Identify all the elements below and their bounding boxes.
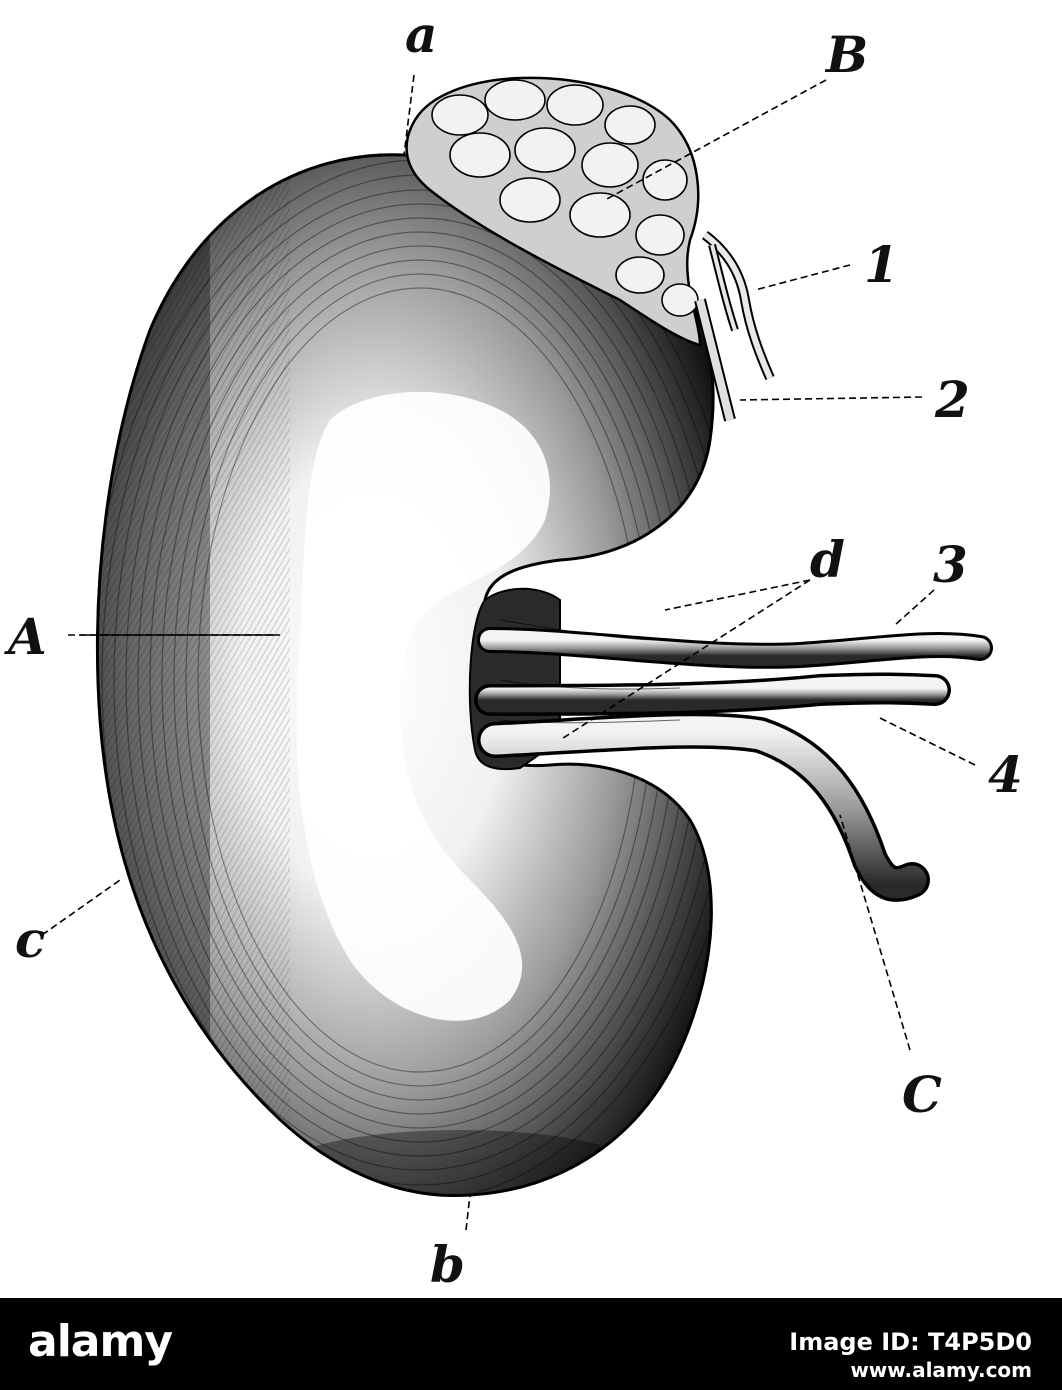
label-d: d (810, 530, 845, 589)
label-C: C (902, 1065, 942, 1124)
label-3: 3 (933, 535, 968, 594)
label-a: a (405, 5, 438, 64)
brand-logo: alamy (28, 1316, 173, 1367)
stock-footer-bar: alamy Image ID: T4P5D0 www.alamy.com (0, 1298, 1062, 1390)
label-c: c (15, 910, 46, 969)
label-b: b (430, 1235, 465, 1294)
site-url-text: www.alamy.com (850, 1358, 1032, 1382)
image-id-text: Image ID: T4P5D0 (789, 1328, 1032, 1356)
adrenal-vessels (694, 231, 775, 422)
label-B: B (826, 25, 869, 84)
label-1: 1 (864, 235, 899, 294)
kidney-illustration (41, 74, 993, 1231)
renal-vessels (474, 619, 993, 902)
adrenal-gland (405, 76, 702, 347)
label-4: 4 (988, 745, 1023, 804)
label-2: 2 (935, 370, 970, 429)
label-A: A (8, 607, 47, 666)
